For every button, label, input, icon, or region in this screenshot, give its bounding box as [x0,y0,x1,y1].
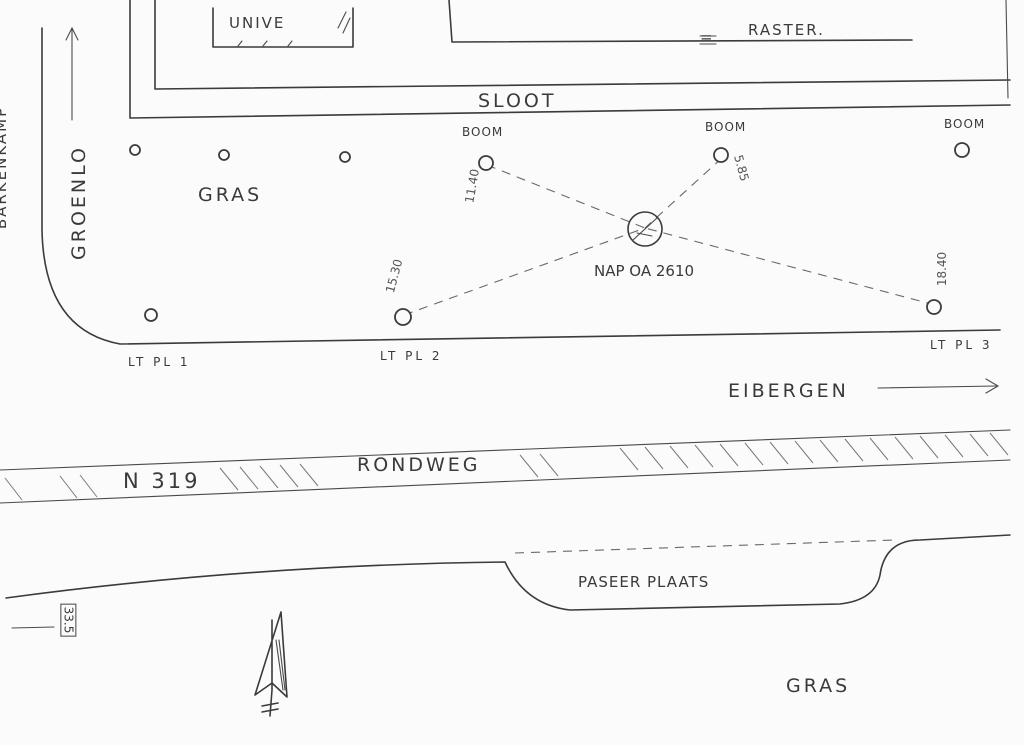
boom-label-3: BOOM [944,117,986,131]
unive-label: UNIVE [229,14,286,32]
tree-marker-boom-3 [954,142,970,158]
marker-value: 33.5 [60,603,77,637]
unive-hatch [237,11,351,47]
rondweg-label: RONDWEG [357,454,481,476]
measure-ltpl3: 18.40 [935,251,950,287]
rondweg-hatching [4,432,1009,501]
gras-top-label: GRAS [198,184,263,206]
barkenkamp-label: BARKENKAMP [0,105,11,230]
upper-road-edge-inner [154,0,1011,90]
lamppost-2-marker [394,308,412,326]
groenlo-arrow [65,26,79,121]
lamppost-3-marker [926,299,942,315]
paseer-plaats-outline [5,534,1011,611]
tree-marker-boom-1 [478,155,494,171]
north-arrow-symbol [254,611,288,717]
boom-label-2: BOOM [705,120,747,134]
measurement-lines [403,157,936,316]
groenlo-label: GROENLO [67,145,90,260]
raster-mark: = [700,28,713,46]
groenlo-road-edge [41,27,1001,345]
raster-building-outline [448,0,913,43]
rondweg-bottom-line [0,459,1011,504]
eibergen-arrow [877,378,1000,394]
lamppost-1-label: LT PL 1 [128,355,191,369]
right-edge [1005,0,1009,99]
benchmark-symbol [627,211,663,247]
marker-line [11,626,55,629]
north-arrow-shade [275,639,286,691]
tree-marker [339,151,351,163]
tree-marker [218,149,230,161]
sloot-label: SLOOT [478,90,557,112]
lamppost-3-label: LT PL 3 [930,338,993,352]
raster-tick [699,35,717,45]
route-label: N 319 [123,469,201,493]
boom-label-1: BOOM [462,125,504,139]
tree-marker-boom-2 [713,147,729,163]
benchmark-label: NAP OA 2610 [594,262,695,280]
lamppost-2-label: LT PL 2 [380,349,443,363]
tree-marker [129,144,141,156]
lamppost-1-marker [144,308,158,322]
unive-building-outline [212,7,354,48]
gras-bottom-label: GRAS [786,675,851,697]
rondweg-top-line [0,429,1011,471]
paseer-plaats-label: PASEER PLAATS [578,573,710,591]
paseer-plaats-dash [514,539,896,554]
upper-road-edge [129,0,1011,119]
raster-label: RASTER. [748,21,825,39]
eibergen-label: EIBERGEN [728,380,849,402]
